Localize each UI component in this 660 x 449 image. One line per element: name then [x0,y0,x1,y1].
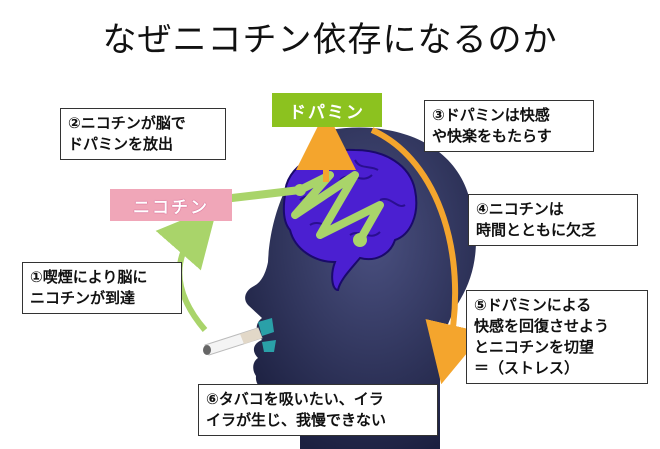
step-5-line-2: 快感を回復させよう [474,317,610,335]
dopamine-label: ドパミン [272,93,382,127]
step-5-line-1: ⑤ドパミンによる [474,296,592,314]
step-4-box: ④ニコチンは 時間とともに欠乏 [468,194,638,246]
step-6-box: ⑥タバコを吸いたい、イラ イラが生じ、我慢できない [198,384,438,436]
step-2-box: ②ニコチンが脳で ドパミンを放出 [60,108,226,160]
step-1-line-1: ①喫煙により脳に [30,268,148,286]
step-6-line-2: イラが生じ、我慢できない [206,411,387,429]
lips [258,318,276,352]
step-6-line-1: ⑥タバコを吸いたい、イラ [206,390,384,408]
step-3-line-2: や快楽をもたらす [432,127,552,145]
step-3-line-1: ③ドパミンは快感 [432,106,550,124]
page-title: なぜニコチン依存になるのか [102,20,558,60]
nicotine-label: ニコチン [110,189,232,221]
arrow-dopamine-cycle [370,127,484,385]
step-5-line-4: ＝（ストレス） [474,359,580,377]
arrow-cigarette-to-nicotine [155,205,218,332]
cigarette [203,327,263,356]
step-5-box: ⑤ドパミンによる 快感を回復させよう とニコチンを切望 ＝（ストレス） [466,290,648,384]
step-1-line-2: ニコチンが到達 [30,289,136,307]
step-2-line-1: ②ニコチンが脳で [68,114,186,132]
step-5-line-3: とニコチンを切望 [474,338,595,356]
step-4-line-1: ④ニコチンは [476,200,564,218]
step-3-box: ③ドパミンは快感 や快楽をもたらす [424,100,594,152]
step-4-line-2: 時間とともに欠乏 [476,221,597,239]
step-1-box: ①喫煙により脳に ニコチンが到達 [22,262,182,314]
step-2-line-2: ドパミンを放出 [68,135,174,153]
